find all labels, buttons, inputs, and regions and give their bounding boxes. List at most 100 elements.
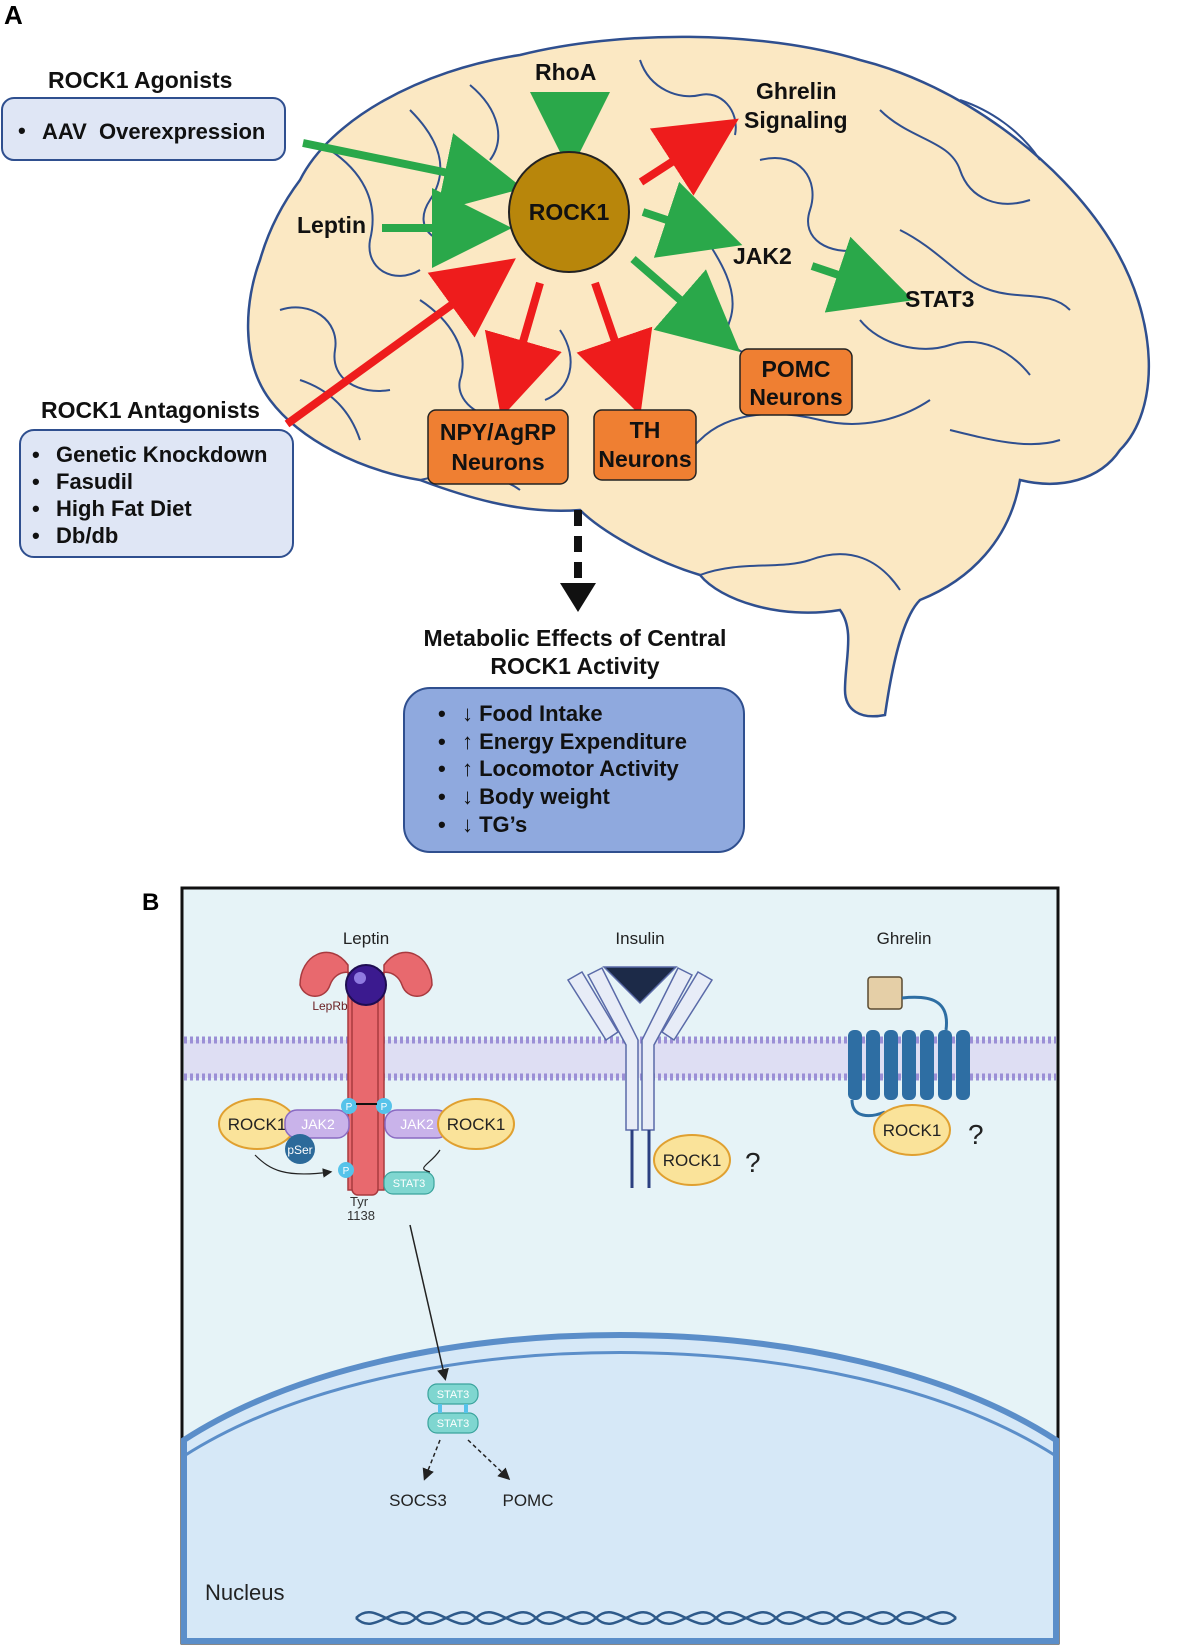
panel-a-label: A — [4, 0, 23, 30]
leptin-ligand-highlight — [354, 972, 366, 984]
arrow-rock1-to-pomc — [630, 255, 741, 352]
insulin-ligand-icon — [602, 966, 678, 1005]
jak2-left-label: JAK2 — [301, 1116, 335, 1132]
phospho-tyr-label: P — [343, 1166, 350, 1177]
arrow-jak2-to-stat3 — [810, 236, 914, 313]
effects-list: • ↓ Food Intake • ↑ Energy Expenditure •… — [438, 701, 687, 837]
effect-item: ↑ Locomotor Activity — [462, 756, 680, 781]
jak2-label: JAK2 — [733, 243, 792, 269]
ghrelin-gpcr — [848, 995, 970, 1118]
stat3-dimer-top-label: STAT3 — [437, 1389, 470, 1401]
stat3-dimer-bottom-label: STAT3 — [437, 1418, 470, 1430]
ghrelin-question-mark: ? — [968, 1119, 984, 1150]
phospho-left-top — [341, 1098, 357, 1114]
inhibition-arrows — [284, 118, 739, 428]
pser-curve-arrow — [254, 1154, 333, 1178]
ghrelin-label-2: Signaling — [744, 107, 848, 133]
effect-item: ↓ Food Intake — [462, 701, 603, 726]
antagonists-box — [19, 429, 294, 558]
arrow-rock1-to-ghrelin — [638, 118, 739, 196]
pomc-line1: POMC — [762, 356, 831, 382]
tyr-number: 1138 — [347, 1208, 375, 1223]
insulin-question-mark: ? — [745, 1147, 761, 1178]
antagonist-item: High Fat Diet — [56, 496, 192, 521]
pomc-line2: Neurons — [749, 384, 842, 410]
leptin-ligand-icon — [345, 964, 387, 1006]
th-line2: Neurons — [598, 446, 691, 472]
stat3-label: STAT3 — [905, 286, 974, 312]
socs3-label: SOCS3 — [389, 1491, 447, 1510]
leptin-title: Leptin — [343, 929, 389, 948]
npy-line2: Neurons — [451, 449, 544, 475]
arrow-agonist-to-rock1 — [302, 133, 524, 212]
ghrelin-ligand-icon — [867, 976, 903, 1010]
svg-text:•: • — [32, 442, 40, 467]
jak2-left — [284, 1109, 350, 1139]
antagonists-title: ROCK1 Antagonists — [41, 397, 260, 423]
th-box — [593, 409, 697, 481]
effect-item: ↑ Energy Expenditure — [462, 729, 687, 754]
svg-text:•: • — [32, 523, 40, 548]
svg-text:•: • — [32, 469, 40, 494]
phospho-tyr — [338, 1162, 354, 1178]
rock1-node — [508, 151, 630, 273]
dashed-arrow-head — [560, 583, 596, 612]
stat3-recruit-arrow — [423, 1149, 441, 1173]
nuclear-envelope — [181, 1332, 1059, 1644]
brain-outline — [246, 35, 1150, 718]
pomc-box — [739, 348, 853, 416]
tyr-label: Tyr — [350, 1194, 369, 1209]
nucleus-label: Nucleus — [205, 1580, 284, 1605]
antagonist-item: Genetic Knockdown — [56, 442, 267, 467]
stat3-dimer-top — [427, 1383, 479, 1405]
agonists-item: AAV Overexpression — [42, 119, 265, 144]
rhoa-label: RhoA — [535, 59, 596, 85]
arrow-rock1-to-th — [576, 281, 653, 416]
nuclear-envelope-inner — [183, 1351, 1057, 1458]
activation-arrows — [302, 92, 914, 352]
rock1-left-label: ROCK1 — [228, 1115, 287, 1134]
arrow-antagonist-to-rock1 — [284, 258, 516, 428]
svg-text:•: • — [32, 496, 40, 521]
jak2-right-label: JAK2 — [400, 1116, 434, 1132]
effects-title-1: Metabolic Effects of Central — [424, 625, 727, 651]
rock1-ghrelin — [873, 1104, 951, 1156]
npy-line1: NPY/AgRP — [440, 419, 556, 445]
svg-text:•: • — [438, 784, 446, 809]
pser-icon — [285, 1134, 315, 1164]
antagonist-item: Fasudil — [56, 469, 133, 494]
npy-box — [427, 409, 569, 485]
leprb-label: LepRb — [312, 999, 348, 1013]
rock1-insulin-label: ROCK1 — [663, 1151, 722, 1170]
leptin-label: Leptin — [297, 212, 366, 238]
phospho-right-top-label: P — [381, 1102, 388, 1113]
stat3-dimer-bottom — [427, 1412, 479, 1434]
pomc-label: POMC — [503, 1491, 554, 1510]
stat3-bound — [383, 1171, 435, 1195]
effect-item: ↓ Body weight — [462, 784, 611, 809]
phospho-left-top-label: P — [346, 1102, 353, 1113]
rock1-label: ROCK1 — [529, 199, 610, 225]
insulin-title: Insulin — [615, 929, 664, 948]
antagonist-item: Db/db — [56, 523, 118, 548]
arrow-to-pomc — [467, 1439, 511, 1481]
svg-text:•: • — [438, 729, 446, 754]
agonists-bullet: • — [18, 118, 26, 143]
dna-helix-icon — [355, 1611, 957, 1625]
agonists-title: ROCK1 Agonists — [48, 67, 232, 93]
panel-b-label: B — [142, 889, 159, 916]
stat3-bound-label: STAT3 — [393, 1178, 426, 1190]
rock1-ghrelin-label: ROCK1 — [883, 1121, 942, 1140]
effects-box — [403, 687, 745, 853]
antagonists-list: • Genetic Knockdown • Fasudil • High Fat… — [32, 442, 267, 548]
rock1-insulin — [653, 1134, 731, 1186]
ghrelin-label-1: Ghrelin — [756, 78, 837, 104]
agonists-box — [1, 97, 286, 161]
svg-text:•: • — [438, 701, 446, 726]
ghrelin-title: Ghrelin — [877, 929, 932, 948]
pser-label: pSer — [287, 1143, 312, 1157]
arrow-rock1-to-jak2 — [641, 181, 743, 258]
effect-item: ↓ TG’s — [462, 812, 527, 837]
arrow-rock1-to-npy — [484, 281, 562, 418]
